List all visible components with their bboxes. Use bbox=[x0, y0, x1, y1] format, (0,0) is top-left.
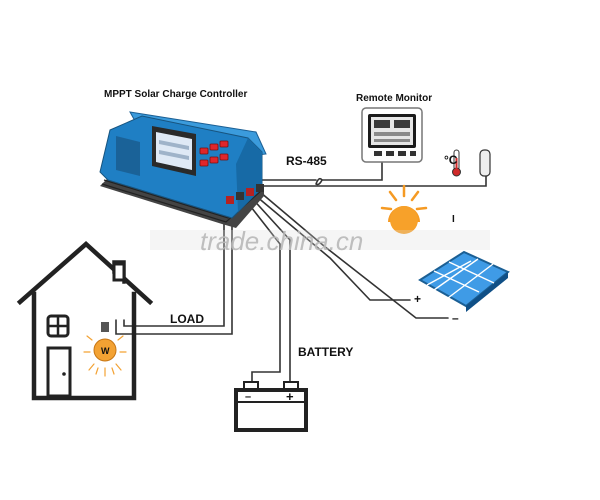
light-bulb-icon bbox=[83, 322, 127, 377]
button-3 bbox=[219, 140, 229, 148]
solar-plus-label: + bbox=[414, 292, 421, 306]
button-4 bbox=[199, 159, 209, 167]
remote-monitor bbox=[361, 107, 423, 163]
controller-title: MPPT Solar Charge Controller bbox=[104, 89, 247, 100]
button-2 bbox=[209, 143, 219, 151]
solar-panel bbox=[418, 250, 510, 312]
sun-top-mark: I bbox=[452, 214, 455, 225]
button-1 bbox=[199, 147, 209, 155]
solar-wire-pos bbox=[255, 195, 411, 301]
temp-sensor-wire bbox=[261, 175, 487, 187]
solar-wire-neg bbox=[259, 191, 449, 319]
bulb-mark: W bbox=[101, 346, 110, 356]
load-label: LOAD bbox=[170, 312, 204, 326]
rs485-label: RS-485 bbox=[286, 154, 327, 168]
temp-sensor-probe-icon bbox=[479, 149, 491, 177]
wiring bbox=[115, 161, 487, 385]
controller-buttons bbox=[199, 140, 229, 167]
house-icon bbox=[16, 240, 154, 401]
house-door-icon bbox=[46, 346, 72, 398]
house-window-icon bbox=[46, 314, 70, 338]
remote-monitor-label: Remote Monitor bbox=[356, 93, 432, 104]
battery-wire-pos bbox=[249, 195, 291, 385]
rs485-break bbox=[315, 177, 323, 186]
load-wire-outer bbox=[115, 199, 233, 335]
rs485-wire bbox=[261, 161, 383, 181]
charge-controller bbox=[99, 111, 267, 228]
watermark-text: trade.china.cn bbox=[200, 226, 363, 256]
battery-minus-label: – bbox=[245, 391, 251, 403]
battery-plus-label: + bbox=[286, 389, 294, 404]
battery-label: BATTERY bbox=[298, 345, 353, 359]
battery-wire-neg bbox=[243, 197, 281, 385]
controller-terminals bbox=[226, 184, 264, 204]
watermark bbox=[150, 230, 490, 250]
button-6 bbox=[219, 153, 229, 161]
celsius-label: °C bbox=[444, 153, 458, 167]
button-5 bbox=[209, 156, 219, 164]
sun-icon bbox=[380, 184, 428, 234]
thermometer-icon bbox=[452, 149, 461, 177]
battery-icon bbox=[234, 381, 308, 432]
solar-minus-label: – bbox=[452, 311, 459, 325]
load-wire-inner bbox=[123, 199, 225, 327]
